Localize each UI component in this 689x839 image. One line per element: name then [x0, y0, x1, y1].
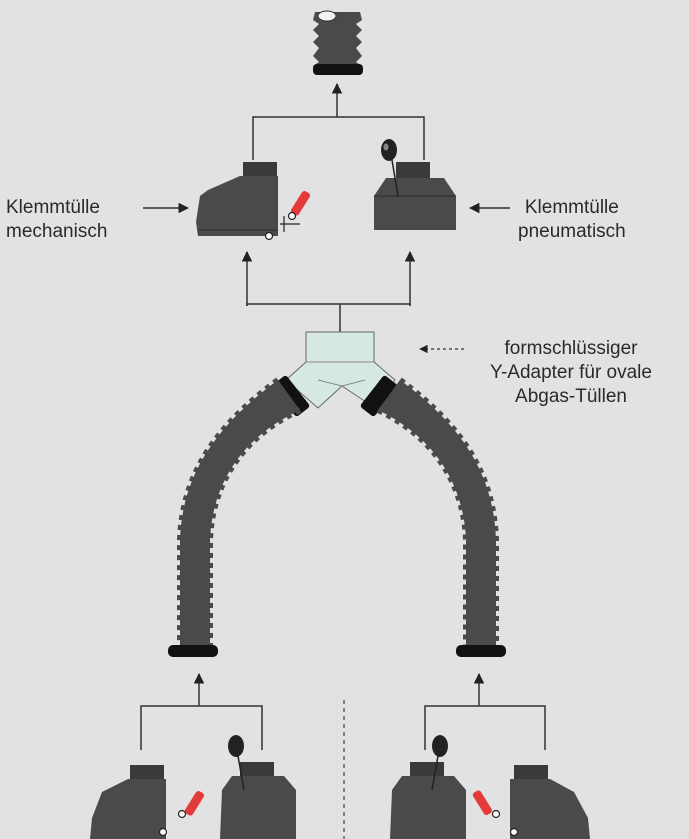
top-connector-lines [241, 82, 425, 332]
label-mechanical-line1: Klemmtülle [6, 197, 100, 218]
top-clamp [313, 64, 363, 75]
label-pneumatic-line1: Klemmtülle [524, 197, 619, 218]
bottom-left-mechanical-nozzle-icon [90, 765, 204, 839]
left-hose-clamp [168, 645, 218, 657]
bottom-right-pneumatic-nozzle-icon [390, 735, 466, 839]
bottom-right-mechanical-nozzle-icon [472, 765, 590, 839]
label-adapter-line2: Y-Adapter für ovale [490, 362, 652, 383]
red-lever-icon [264, 190, 310, 241]
pump-bulb-icon [381, 139, 399, 197]
label-mechanical-line2: mechanisch [6, 221, 108, 242]
label-pneumatic: Klemmtülle pneumatisch [518, 196, 626, 244]
left-hose-icon [168, 377, 302, 657]
label-pneumatic-line2: pneumatisch [518, 221, 626, 242]
mechanical-clamp-nozzle-icon [196, 162, 310, 241]
label-adapter: formschlüssiger Y-Adapter für ovale Abga… [466, 337, 676, 409]
pneumatic-clamp-nozzle-icon [374, 139, 456, 230]
label-adapter-line1: formschlüssiger [504, 338, 638, 359]
label-mechanical: Klemmtülle mechanisch [6, 196, 107, 244]
label-adapter-line3: Abgas-Tüllen [515, 386, 627, 407]
bottom-left-pneumatic-nozzle-icon [220, 735, 296, 839]
right-hose-icon [376, 377, 506, 657]
right-hose-clamp [456, 645, 506, 657]
top-exhaust-nozzle [313, 10, 363, 75]
bottom-connector-lines [140, 672, 546, 750]
